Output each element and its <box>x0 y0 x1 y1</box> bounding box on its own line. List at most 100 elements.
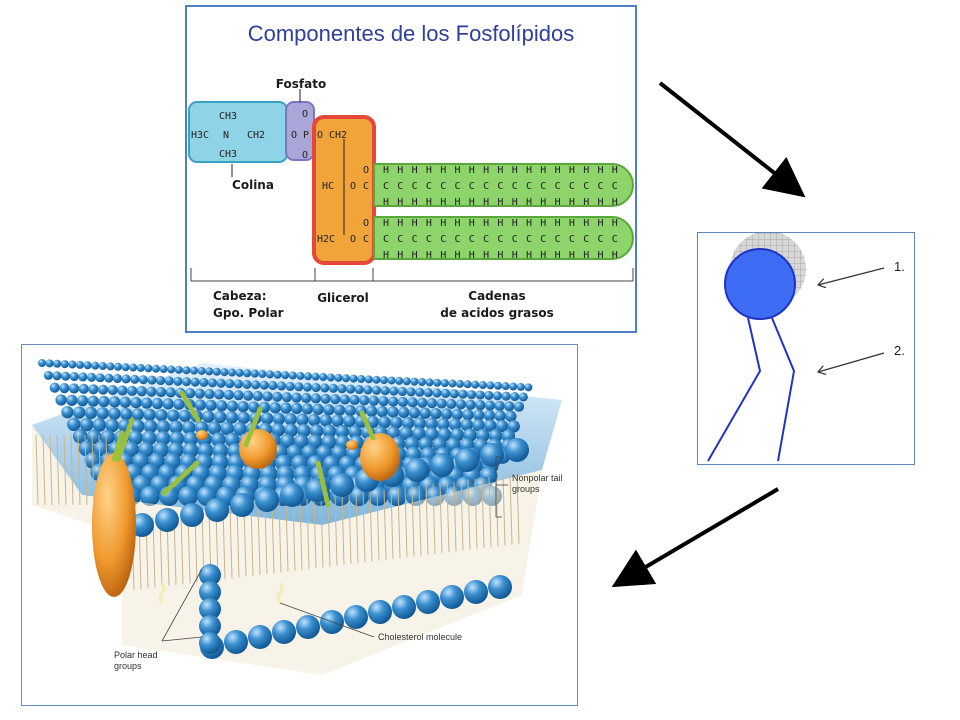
fatty-acid-tail <box>257 504 261 575</box>
phospholipid-head <box>87 395 99 407</box>
svg-text:O: O <box>350 181 356 192</box>
phospholipid-head <box>76 395 89 407</box>
phospholipid-head <box>207 378 217 388</box>
phospholipid-head <box>281 392 292 403</box>
phospholipid-head <box>100 429 116 445</box>
phospholipid-head <box>357 374 366 383</box>
fatty-acid-tail <box>91 434 95 506</box>
phospholipid-head <box>136 386 147 397</box>
chain-atom: H <box>612 250 618 261</box>
chain-atom: C <box>526 234 532 245</box>
chain-atom: C <box>598 234 604 245</box>
phospholipid-head <box>205 498 229 522</box>
chain-atom: H <box>583 165 589 176</box>
phospholipid-head <box>472 419 485 432</box>
phospholipid-head <box>237 400 249 413</box>
phospholipid-head <box>505 410 517 422</box>
phospholipid-head <box>280 402 292 414</box>
phospholipid-head <box>79 417 94 432</box>
phospholipid-head <box>440 379 449 388</box>
phospholipid-head <box>322 424 337 439</box>
phospholipid-head <box>441 388 451 398</box>
chain-atom: H <box>397 165 403 176</box>
phospholipid-head <box>416 590 440 614</box>
fatty-acid-tail <box>180 514 184 585</box>
phospholipid-head <box>510 392 520 402</box>
phospholipid-head <box>463 380 472 389</box>
chain-atom: H <box>569 218 575 229</box>
chain-atom: H <box>540 165 546 176</box>
svg-text:CH2: CH2 <box>247 130 265 141</box>
svg-text:C: C <box>363 181 369 192</box>
phospholipid-head <box>164 376 174 386</box>
phospholipid-head <box>366 405 378 417</box>
fatty-acid-tail <box>425 484 429 555</box>
arrow-to-membrane <box>611 487 780 588</box>
phospholipid-head <box>405 458 429 482</box>
phospholipid-head <box>494 400 505 411</box>
phospholipid-head <box>380 386 390 396</box>
colina-label: Colina <box>232 178 274 192</box>
phospholipid-head <box>331 414 344 427</box>
chain-atom: H <box>426 218 432 229</box>
phospholipid-head <box>302 382 313 392</box>
chain-atom: H <box>540 218 546 229</box>
phospholipid-head <box>212 367 221 376</box>
phospholipid-head <box>268 381 278 391</box>
fatty-acid-tail <box>404 487 408 558</box>
fatty-acid-tail <box>70 434 74 506</box>
fatty-acid-chain-2 <box>373 216 634 260</box>
phospholipid-head <box>225 379 235 389</box>
chain-atom: C <box>383 234 389 245</box>
phospholipid-head <box>266 370 274 379</box>
fatty-acid-tail <box>42 434 46 506</box>
chain-atom: H <box>526 218 532 229</box>
phospholipid-head <box>202 410 215 423</box>
phospholipid-head <box>143 408 156 421</box>
phospholipid-head <box>60 360 69 369</box>
chain-atom: H <box>526 165 532 176</box>
phospholipid-head <box>233 379 243 389</box>
phospholipid-head <box>185 388 196 399</box>
phospholipid-title: Componentes de los Fosfolípidos <box>247 21 575 46</box>
phospholipid-head <box>408 407 421 419</box>
chain-atom: C <box>612 234 618 245</box>
chain-atom: H <box>540 197 546 208</box>
phospholipid-head <box>84 406 98 420</box>
chain-atom: H <box>412 165 418 176</box>
phospholipid-head <box>390 416 403 429</box>
chain-atom: H <box>555 218 561 229</box>
chain-atom: H <box>483 250 489 261</box>
phospholipid-head <box>248 625 272 649</box>
phospholipid-head <box>458 389 468 399</box>
cadenas-label: Cadenas de acidos grasos <box>427 288 567 322</box>
chain-atom: H <box>483 165 489 176</box>
phospholipid-head <box>424 427 439 441</box>
fatty-acid-tail <box>516 473 520 544</box>
chain-atom: H <box>455 197 461 208</box>
chain-atom: C <box>440 234 446 245</box>
phospholipid-head <box>415 387 425 397</box>
phospholipid-head <box>494 410 506 422</box>
chain-atom: H <box>455 218 461 229</box>
phospholipid-head <box>83 361 92 370</box>
phospholipid-head <box>297 423 311 438</box>
phospholipid-head <box>68 360 77 369</box>
phospholipid-head <box>280 433 295 449</box>
chain-atom: C <box>455 234 461 245</box>
phospholipid-head <box>199 581 221 603</box>
phospholipid-head <box>156 386 167 398</box>
fatty-acid-tail <box>84 434 88 506</box>
chain-atom: C <box>455 181 461 192</box>
phospholipid-head <box>224 630 248 654</box>
phospholipid-head <box>272 620 296 644</box>
phospholipid-head <box>307 413 321 427</box>
svg-text:O: O <box>317 130 323 141</box>
phospholipid-head <box>291 402 303 415</box>
phospholipid-head <box>402 377 411 386</box>
fatty-acid-tail <box>397 488 401 559</box>
phospholipid-head <box>136 363 145 372</box>
chain-atom: C <box>469 234 475 245</box>
phospholipid-head <box>76 360 84 369</box>
phospholipid-head <box>52 371 62 381</box>
